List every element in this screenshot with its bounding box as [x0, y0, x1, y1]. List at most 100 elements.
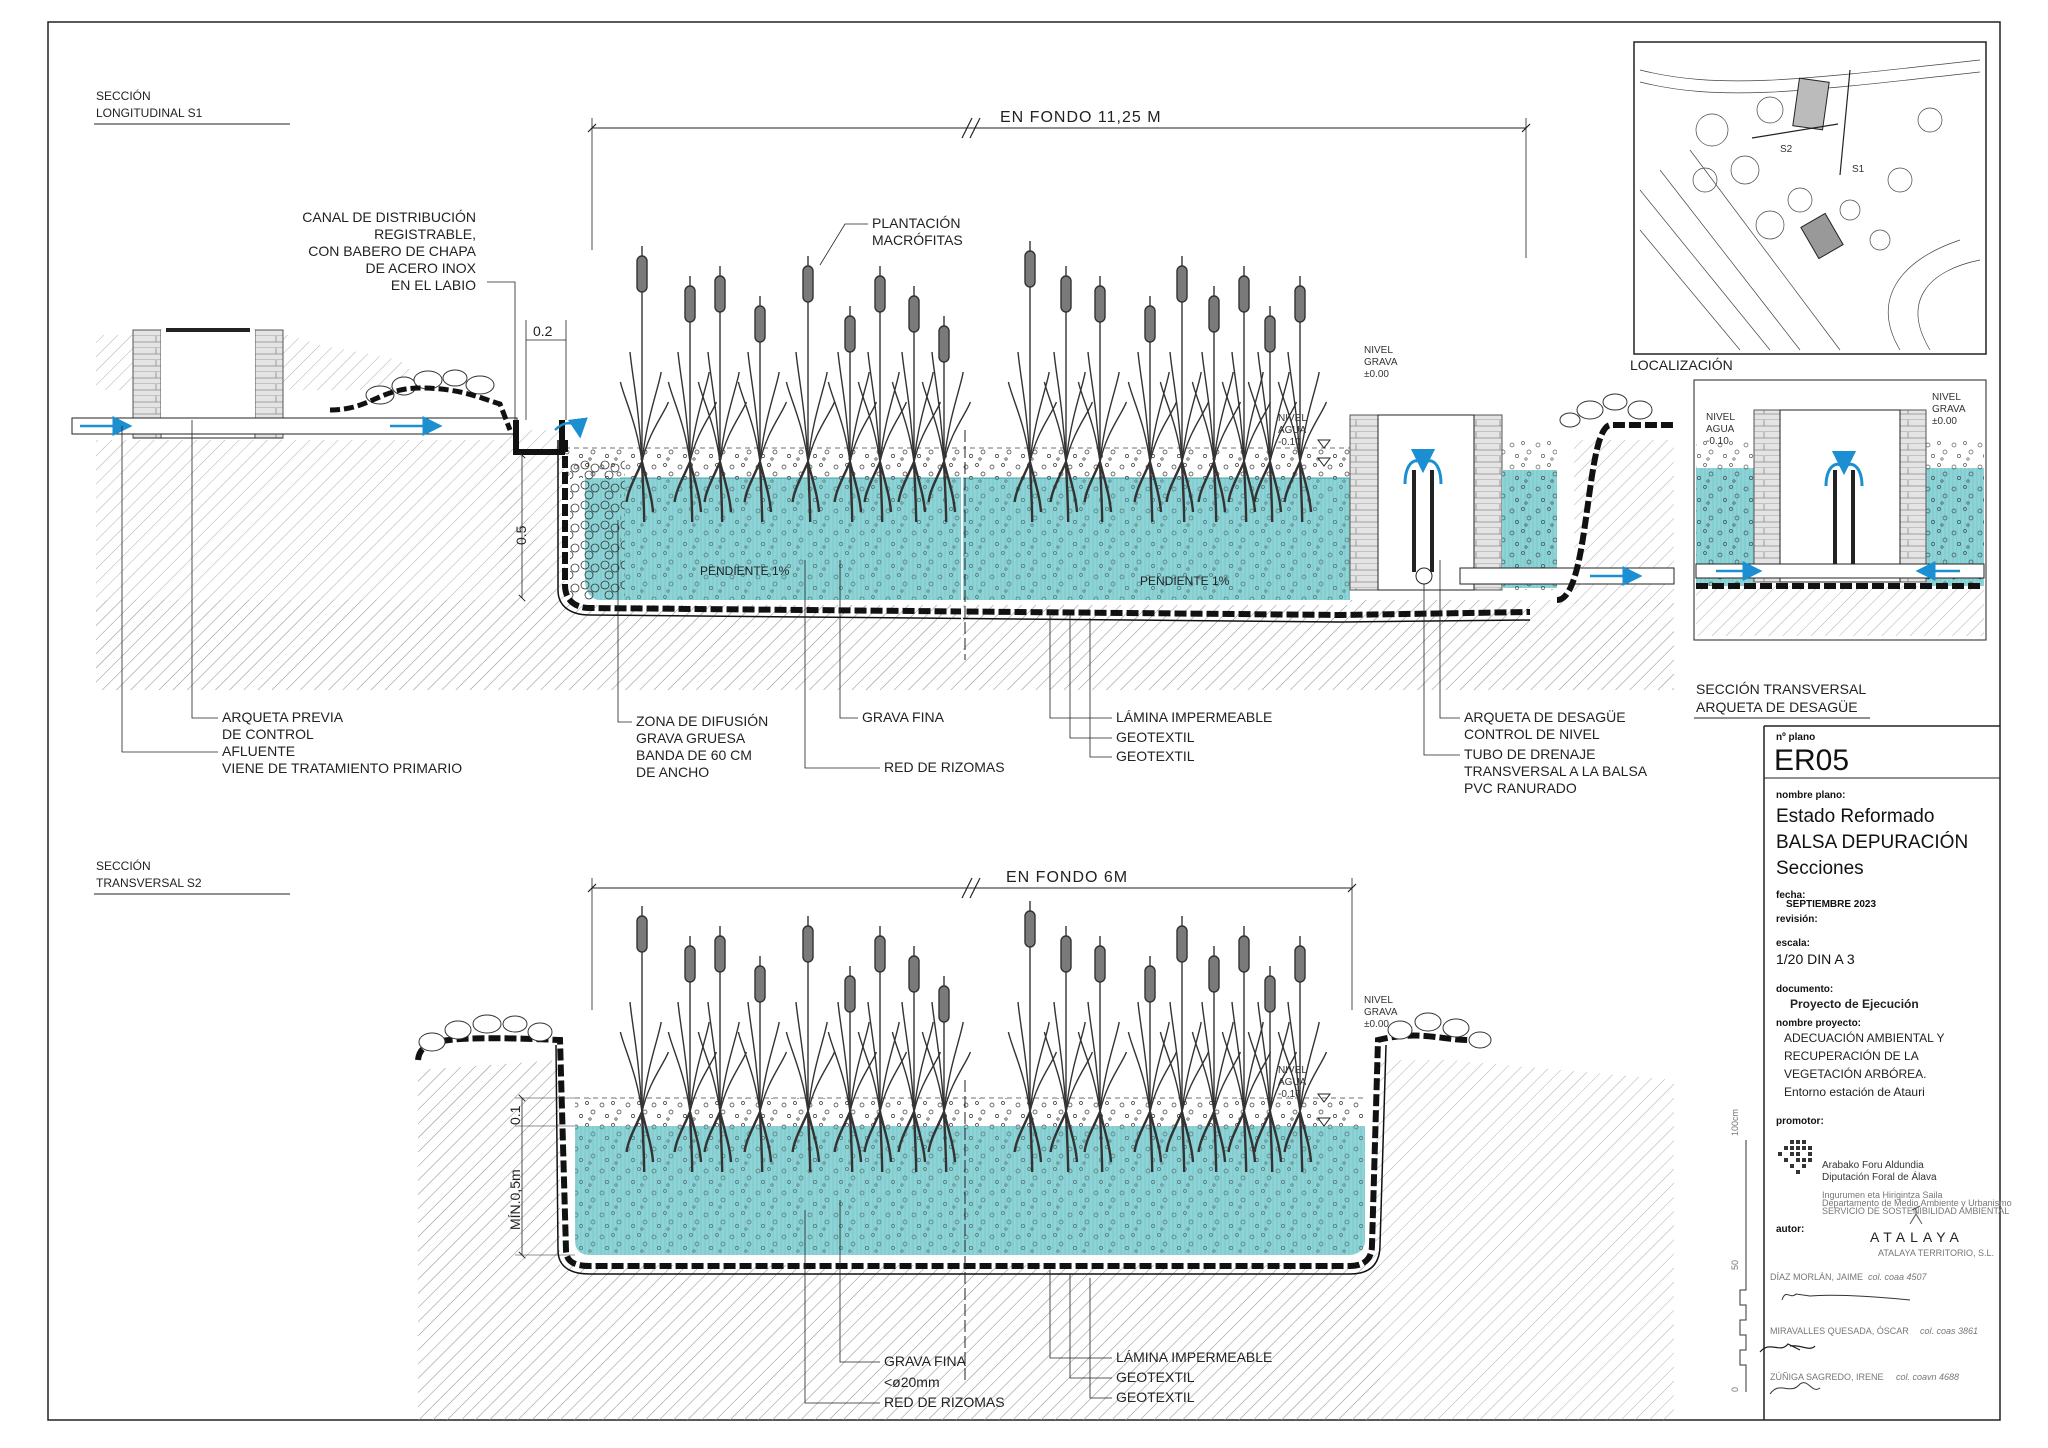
arq-nivel-grava-3: ±0.00	[1932, 416, 1957, 427]
s1-dim-05: 0.5	[513, 525, 529, 545]
s2-nivel-grava-2: GRAVA	[1364, 1007, 1398, 1018]
s1-canal	[513, 420, 565, 455]
tb-revision-label: revisión:	[1776, 914, 1818, 925]
tb-author-3-col: col. coavn 4688	[1896, 1372, 1959, 1382]
cattail-plant	[1127, 956, 1178, 1173]
s1-nivel-grava-2: GRAVA	[1364, 357, 1398, 368]
tb-plano: ER05	[1774, 744, 1849, 777]
tb-escala-label: escala:	[1776, 938, 1810, 949]
cattail-plant	[1247, 306, 1298, 523]
s2-nivel-grava-1: NIVEL	[1364, 995, 1393, 1006]
signature-1-icon	[1781, 1293, 1911, 1301]
cattail-plant	[1007, 241, 1058, 523]
s2-label-grava-fina-1: GRAVA FINA	[884, 1353, 967, 1369]
s2-label-grava-fina-2: <ø20mm	[884, 1374, 940, 1390]
s2-nivel-agua-3: -0.10	[1278, 1089, 1301, 1100]
tb-author-1-name: DÍAZ MORLÁN, JAIME	[1770, 1272, 1863, 1282]
arqueta-cross-section: NIVEL AGUA -0.10 NIVEL GRAVA ±0.00 SECCI…	[1693, 379, 1987, 719]
label-zona-2: GRAVA GRUESA	[636, 730, 746, 746]
s2-title-line1: SECCIÓN	[96, 858, 151, 873]
s2-label-geotextil-1: GEOTEXTIL	[1116, 1369, 1195, 1385]
s2-labels: GRAVA FINA <ø20mm RED DE RIZOMAS LÁMINA …	[884, 1349, 1272, 1410]
cattail-plant	[785, 256, 836, 523]
cattail-plant	[697, 266, 748, 523]
tb-promotor-2: Diputación Foral de Álava	[1822, 1170, 1937, 1183]
tb-author-2-col: col. coas 3861	[1920, 1326, 1978, 1336]
label-arqueta-previa-2: DE CONTROL	[222, 726, 314, 742]
cattail-plant	[1247, 966, 1298, 1173]
label-zona-3: BANDA DE 60 CM	[636, 747, 752, 763]
s1-dimension: EN FONDO 11,25 M	[1000, 109, 1162, 126]
s1-labels: CANAL DE DISTRIBUCIÓN REGISTRABLE, CON B…	[222, 209, 1648, 796]
tb-author-2-name: MIRAVALLES QUESADA, ÓSCAR	[1770, 1326, 1909, 1336]
arq-nivel-grava-1: NIVEL	[1932, 392, 1961, 403]
title-block: nº plano ER05 nombre plano: Estado Refor…	[1730, 725, 2012, 1420]
label-arqueta-desague-1: ARQUETA DE DESAGÜE	[1464, 708, 1626, 725]
cattail-plant	[1221, 266, 1272, 523]
tb-documento: Proyecto de Ejecución	[1790, 997, 1919, 1011]
tb-promotor-sub-1: Ingurumen eta Hirigintza Saila	[1822, 1190, 1943, 1200]
scale-bar: 100cm 50 0	[1730, 1109, 1747, 1392]
cattail-plant	[619, 246, 670, 523]
label-arqueta-desague-2: CONTROL DE NIVEL	[1464, 726, 1600, 742]
label-afluente-1: AFLUENTE	[222, 743, 295, 759]
promotor-logo	[1778, 1140, 1812, 1174]
s1-nivel-agua-2: AGUA	[1278, 425, 1307, 436]
s2-macrophytes	[619, 901, 1328, 1173]
s2-label-lamina: LÁMINA IMPERMEABLE	[1116, 1349, 1272, 1365]
s1-slope1: PENDIENTE 1%	[700, 564, 790, 578]
cattail-plant	[1221, 926, 1272, 1173]
cattail-plant	[1043, 266, 1094, 523]
label-afluente-2: VIENE DE TRATAMIENTO PRIMARIO	[222, 760, 462, 776]
cattail-plant	[1127, 296, 1178, 523]
cattail-plant	[1159, 256, 1210, 523]
label-zona-1: ZONA DE DIFUSIÓN	[636, 713, 768, 729]
s1-arqueta-desague	[1349, 414, 1379, 591]
label-lamina: LÁMINA IMPERMEABLE	[1116, 709, 1272, 725]
cattail-plant	[1077, 276, 1128, 523]
cattail-plant	[785, 916, 836, 1173]
label-canal-1: CANAL DE DISTRIBUCIÓN	[302, 209, 476, 225]
label-grava-fina: GRAVA FINA	[862, 709, 945, 725]
s1-coarse-gravel	[570, 460, 625, 600]
label-zona-4: DE ANCHO	[636, 764, 709, 780]
section-longitudinal-s1: SECCIÓN LONGITUDINAL S1 EN FONDO 11,25 M	[71, 88, 1675, 796]
label-tubo-2: TRANSVERSAL A LA BALSA	[1464, 763, 1648, 779]
label-canal-4: DE ACERO INOX	[366, 260, 477, 276]
arq-title-2: ARQUETA DE DESAGÜE	[1696, 698, 1858, 715]
s2-dim-01: 0.1	[507, 1105, 523, 1125]
cattail-plant	[1277, 936, 1328, 1173]
scale-100: 100cm	[1730, 1109, 1740, 1136]
s1-nivel-agua-1: NIVEL	[1278, 413, 1307, 424]
tb-promotor-label: promotor:	[1776, 1116, 1824, 1127]
cattail-plant	[921, 976, 972, 1173]
cattail-plant	[1191, 286, 1242, 523]
loc-mark-s1: S1	[1852, 164, 1865, 175]
cattail-plant	[619, 906, 670, 1173]
signature-2-icon	[1769, 1382, 1821, 1395]
s1-title-line2: LONGITUDINAL S1	[96, 106, 203, 120]
tb-autor-logo: ATALAYA	[1870, 1229, 1964, 1245]
s1-slope2: PENDIENTE 1%	[1140, 574, 1230, 588]
s1-title-line1: SECCIÓN	[96, 88, 151, 103]
tb-proyecto-label: nombre proyecto:	[1776, 1018, 1861, 1029]
cattail-plant	[737, 956, 788, 1173]
s2-title-line2: TRANSVERSAL S2	[96, 876, 202, 890]
label-tubo-3: PVC RANURADO	[1464, 780, 1577, 796]
label-canal-3: CON BABERO DE CHAPA	[308, 243, 476, 259]
s2-label-geotextil-2: GEOTEXTIL	[1116, 1389, 1195, 1405]
cattail-plant	[827, 966, 878, 1173]
s2-dimension: EN FONDO 6M	[1006, 869, 1128, 886]
label-red-rizomas: RED DE RIZOMAS	[884, 759, 1005, 775]
tb-autor-label: autor:	[1776, 1224, 1804, 1235]
s2-nivel-grava-3: ±0.00	[1364, 1019, 1389, 1030]
label-plantacion-2: MACRÓFITAS	[872, 232, 963, 248]
localizacion-map: S2 S1 LOCALIZACIÓN	[1630, 41, 1987, 373]
localizacion-title: LOCALIZACIÓN	[1630, 357, 1733, 373]
s1-dim-02: 0.2	[533, 323, 553, 339]
tb-escala: 1/20 DIN A 3	[1776, 951, 1855, 967]
cattail-plant	[857, 926, 908, 1173]
label-geotextil-2: GEOTEXTIL	[1116, 748, 1195, 764]
arq-nivel-agua-3: -0.10	[1706, 436, 1729, 447]
s2-liner	[415, 1032, 1471, 1269]
